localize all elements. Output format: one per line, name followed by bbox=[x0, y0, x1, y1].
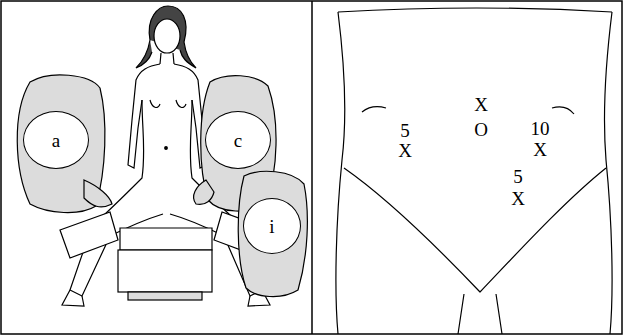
staff-head-circle: a bbox=[23, 111, 89, 169]
port-mark: X bbox=[533, 140, 547, 159]
staff-head-circle: i bbox=[243, 198, 301, 254]
position-letter: c bbox=[234, 131, 242, 150]
port-size: 10 bbox=[531, 119, 550, 138]
abdomen-outline bbox=[336, 8, 612, 334]
position-letter: a bbox=[52, 131, 60, 150]
port-mark: X bbox=[511, 189, 525, 208]
port-mark: X bbox=[474, 95, 488, 114]
staff-head-circle: c bbox=[205, 111, 271, 169]
staff-figure bbox=[17, 75, 307, 297]
port-size: 5 bbox=[513, 167, 523, 186]
divider bbox=[311, 1, 313, 334]
port-size: 5 bbox=[400, 121, 410, 140]
position-letter: i bbox=[269, 217, 274, 236]
port-mark: X bbox=[398, 141, 412, 160]
port-mark: O bbox=[474, 120, 488, 139]
